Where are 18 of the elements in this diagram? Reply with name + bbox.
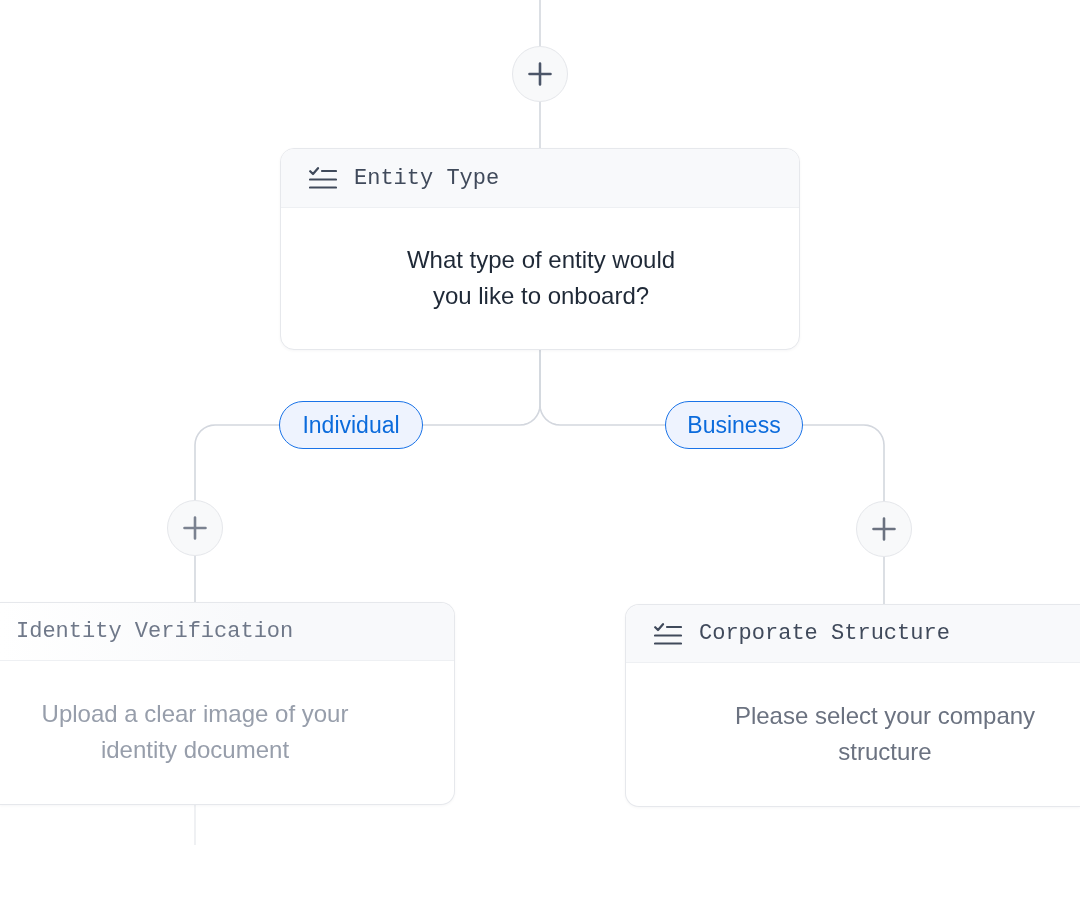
step-prompt: What type of entity would you like to onboard?: [405, 245, 677, 311]
step-title: Entity Type: [354, 165, 500, 191]
connector: [194, 555, 196, 603]
edge-label: Individual: [279, 401, 423, 449]
connector: [539, 0, 541, 47]
step-prompt: Please select your company structure: [733, 701, 1037, 767]
connector: [539, 101, 541, 149]
step-card: [280, 148, 800, 350]
connector: [883, 556, 885, 605]
step-title: Corporate Structure: [699, 621, 950, 646]
edge-label: Business: [665, 401, 803, 449]
add-button: [167, 500, 223, 556]
add-button: [512, 46, 568, 102]
add-button: [856, 501, 912, 557]
step-prompt: Upload a clear image of your identity document: [40, 699, 350, 765]
step-card: [0, 602, 455, 805]
step-card: [625, 604, 1080, 807]
step-title: Identity Verification: [16, 619, 294, 644]
